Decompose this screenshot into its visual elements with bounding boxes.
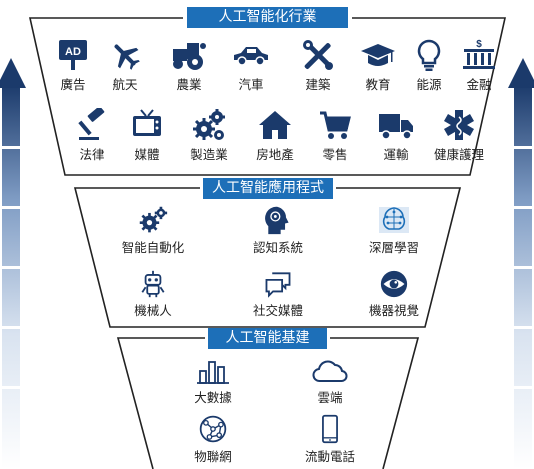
infra-label: 物聯網 xyxy=(194,449,232,464)
industry-label: 製造業 xyxy=(190,147,228,162)
left-arrow xyxy=(0,58,26,469)
chat-bubbles-icon xyxy=(265,272,291,298)
infra-cloud: 雲端 xyxy=(292,357,368,406)
house-icon xyxy=(259,111,291,139)
app-robotics: 機械人 xyxy=(110,270,196,319)
industry-retail: 零售 xyxy=(300,108,370,163)
industry-label: 教育 xyxy=(365,77,391,92)
app-social-media: 社交媒體 xyxy=(235,270,321,319)
gears-icon xyxy=(193,109,225,140)
industry-energy: 能源 xyxy=(394,38,464,93)
industry-label: 能源 xyxy=(416,77,442,92)
industry-label: 金融 xyxy=(466,77,492,92)
infrastructure-frame xyxy=(116,337,420,469)
tools-icon xyxy=(303,40,333,70)
gears-icon xyxy=(139,206,168,233)
industry-finance: $ 金融 xyxy=(444,38,514,93)
industry-education: 教育 xyxy=(343,38,413,93)
industry-advertising: AD 廣告 xyxy=(38,38,108,93)
app-label: 智能自動化 xyxy=(121,240,185,255)
tractor-icon xyxy=(173,43,206,70)
industries-title: 人工智能化行業 xyxy=(187,7,348,28)
ad-sign-icon: AD xyxy=(59,40,87,70)
industry-label: 房地產 xyxy=(256,147,294,162)
robot-icon xyxy=(141,270,165,298)
applications-frame xyxy=(73,187,462,328)
industry-transport: 運輸 xyxy=(361,108,431,163)
industry-media: 媒體 xyxy=(112,108,182,163)
industry-label: 廣告 xyxy=(60,77,86,92)
industry-label: 運輸 xyxy=(383,147,409,162)
industry-label: 健康護理 xyxy=(433,147,484,162)
bar-chart-icon xyxy=(197,361,229,384)
medical-star-icon xyxy=(444,110,474,140)
industry-construction: 建築 xyxy=(283,38,353,93)
industry-aerospace: 航天 xyxy=(90,38,160,93)
graduation-cap-icon xyxy=(361,44,395,66)
industry-automotive: 汽車 xyxy=(216,38,286,93)
airplane-icon xyxy=(114,44,140,70)
app-deep-learning: 深層學習 xyxy=(351,203,437,256)
tv-icon xyxy=(133,109,161,136)
industry-law: 法律 xyxy=(57,108,127,163)
applications-title: 人工智能應用程式 xyxy=(203,178,333,199)
app-cognitive-systems: 認知系統 xyxy=(235,205,321,256)
infra-label: 雲端 xyxy=(317,390,343,405)
infra-mobile: 流動電話 xyxy=(292,414,368,465)
svg-text:AD: AD xyxy=(65,46,81,58)
truck-icon xyxy=(379,114,413,140)
infra-label: 流動電話 xyxy=(304,449,355,464)
eye-icon xyxy=(380,270,408,298)
industries-frame xyxy=(29,17,506,176)
brain-head-icon xyxy=(265,206,289,235)
industry-label: 媒體 xyxy=(134,147,160,162)
cloud-icon xyxy=(312,360,348,382)
app-label: 機器視覺 xyxy=(368,303,419,318)
app-machine-vision: 機器視覺 xyxy=(351,270,437,319)
industry-manufacturing: 製造業 xyxy=(174,108,244,163)
industry-label: 汽車 xyxy=(238,77,264,92)
app-intelligent-automation: 智能自動化 xyxy=(110,205,196,256)
right-arrow xyxy=(508,58,534,469)
industry-label: 農業 xyxy=(176,77,202,92)
industry-agriculture: 農業 xyxy=(154,38,224,93)
infra-label: 大數據 xyxy=(194,390,232,405)
app-label: 機械人 xyxy=(134,303,172,318)
industry-label: 航天 xyxy=(112,77,138,92)
circuit-brain-icon xyxy=(379,207,409,233)
infra-iot: 物聯網 xyxy=(175,414,251,465)
car-icon xyxy=(234,47,268,66)
bank-icon: $ xyxy=(463,39,495,69)
infra-big-data: 大數據 xyxy=(175,357,251,406)
industry-label: 法律 xyxy=(79,147,105,162)
svg-text:$: $ xyxy=(476,39,482,50)
app-label: 深層學習 xyxy=(368,240,419,255)
network-icon xyxy=(199,415,227,443)
app-label: 社交媒體 xyxy=(252,303,303,318)
shopping-cart-icon xyxy=(320,111,351,139)
industry-real-estate: 房地產 xyxy=(240,108,310,163)
industry-label: 零售 xyxy=(322,147,348,162)
gavel-icon xyxy=(78,108,105,140)
app-label: 認知系統 xyxy=(252,240,303,255)
infrastructure-title: 人工智能基建 xyxy=(208,328,327,349)
industry-label: 建築 xyxy=(305,77,331,92)
industry-healthcare: 健康護理 xyxy=(424,108,494,163)
lightbulb-icon xyxy=(417,39,441,71)
mobile-phone-icon xyxy=(322,414,338,444)
